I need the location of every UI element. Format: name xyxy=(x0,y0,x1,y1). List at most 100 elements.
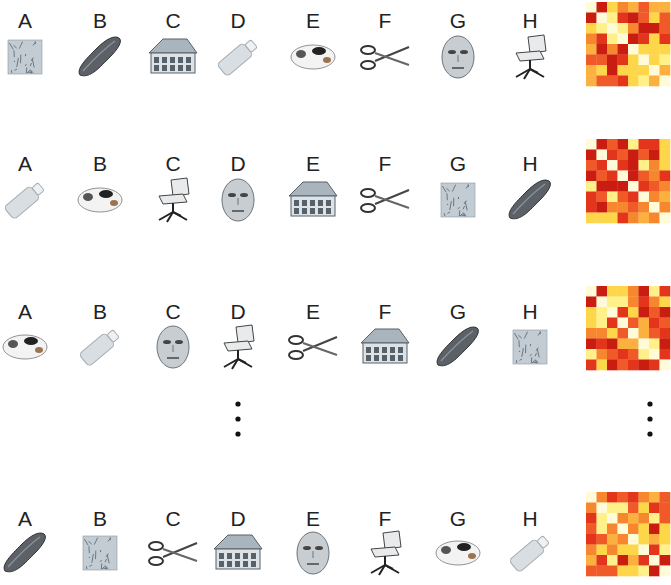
texture-stroke xyxy=(465,202,467,211)
matrix-cell xyxy=(649,160,660,171)
matrix-cell xyxy=(618,492,629,503)
cat-patch xyxy=(99,190,113,198)
chair-leg xyxy=(238,359,252,367)
matrix-cell xyxy=(618,213,629,224)
matrix-cell xyxy=(597,150,608,161)
matrix-cell xyxy=(597,339,608,350)
matrix-cell xyxy=(639,297,650,308)
house-window xyxy=(374,355,379,361)
matrix-cell xyxy=(660,534,671,545)
matrix-cell xyxy=(639,65,650,76)
matrix-cell xyxy=(597,181,608,192)
shoe-icon xyxy=(437,327,478,366)
chair-back xyxy=(383,531,401,549)
matrix-cell xyxy=(628,286,639,297)
scissors-icon xyxy=(289,336,337,359)
column-letter: A xyxy=(18,301,32,322)
house-window xyxy=(382,347,387,353)
matrix-cell xyxy=(607,160,618,171)
bottle-cap xyxy=(537,536,550,549)
matrix-cell xyxy=(597,2,608,13)
column-letter: D xyxy=(230,153,245,174)
matrix-cell xyxy=(649,44,660,55)
cat-icon xyxy=(291,45,335,69)
ellipsis-dot xyxy=(235,431,240,436)
house-window xyxy=(162,65,167,71)
texture-stroke xyxy=(28,72,32,73)
matrix-cell xyxy=(597,534,608,545)
matrix-cell xyxy=(607,44,618,55)
matrix-cell xyxy=(649,171,660,182)
texture-stroke xyxy=(519,359,521,360)
texture-stroke xyxy=(107,555,109,564)
matrix-cell xyxy=(607,524,618,535)
matrix-cell xyxy=(597,160,608,171)
matrix-cell xyxy=(660,139,671,150)
matrix-cell xyxy=(597,23,608,34)
column-letter: E xyxy=(306,301,320,322)
chair-leg xyxy=(524,69,530,79)
matrix-cell xyxy=(660,23,671,34)
matrix-cell xyxy=(607,545,618,556)
matrix-cell xyxy=(628,328,639,339)
matrix-cell xyxy=(649,2,660,13)
house-window xyxy=(243,553,248,559)
matrix-cell xyxy=(597,13,608,24)
cat-patch xyxy=(24,337,38,345)
matrix-cell xyxy=(618,545,629,556)
matrix-cell xyxy=(618,318,629,329)
matrix-cell xyxy=(618,339,629,350)
house-window xyxy=(318,208,323,214)
texture-stroke xyxy=(11,70,12,73)
matrix-cell xyxy=(639,181,650,192)
texture-stroke xyxy=(13,45,16,48)
bottle-icon xyxy=(4,180,46,219)
matrix-cell xyxy=(618,524,629,535)
matrix-cell xyxy=(649,181,660,192)
matrix-cell xyxy=(649,13,660,24)
house-wall xyxy=(151,53,195,73)
texture-stroke xyxy=(101,563,103,569)
texture-stroke xyxy=(518,340,519,347)
column-letter: D xyxy=(230,301,245,322)
texture-stroke xyxy=(468,184,469,187)
house-wall xyxy=(216,549,260,569)
matrix-cell xyxy=(649,139,660,150)
matrix-cell xyxy=(607,76,618,87)
house-window xyxy=(294,208,299,214)
cat-patch xyxy=(83,193,93,201)
bottle-icon xyxy=(79,327,121,366)
texture-stroke xyxy=(88,546,89,553)
house-window xyxy=(390,347,395,353)
cat-body xyxy=(291,45,335,69)
matrix-cell xyxy=(628,192,639,203)
texture-stroke xyxy=(446,193,447,200)
house-window xyxy=(154,65,159,71)
texture-patch xyxy=(513,330,547,364)
matrix-cell xyxy=(649,555,660,566)
column-letter: E xyxy=(306,10,320,31)
matrix-cell xyxy=(618,286,629,297)
house-wall xyxy=(291,196,335,216)
matrix-cell xyxy=(639,23,650,34)
column-letter: A xyxy=(18,153,32,174)
scissors-icon xyxy=(361,46,409,69)
matrix-cell xyxy=(628,2,639,13)
matrix-cell xyxy=(597,524,608,535)
scissor-handle xyxy=(289,351,303,359)
matrix-cell xyxy=(607,213,618,224)
scissors-icon xyxy=(361,189,409,212)
chair-seat xyxy=(371,547,399,557)
matrix-cell xyxy=(597,360,608,371)
house-icon xyxy=(214,535,262,569)
matrix-cell xyxy=(607,65,618,76)
matrix-cell xyxy=(628,13,639,24)
matrix-cell xyxy=(660,13,671,24)
matrix-cell xyxy=(586,360,597,371)
matrix-cell xyxy=(618,503,629,514)
matrix-cell xyxy=(639,524,650,535)
matrix-cell xyxy=(639,349,650,360)
texture-stroke xyxy=(530,354,532,355)
texture-stroke xyxy=(522,348,524,357)
texture-stroke xyxy=(447,212,449,213)
